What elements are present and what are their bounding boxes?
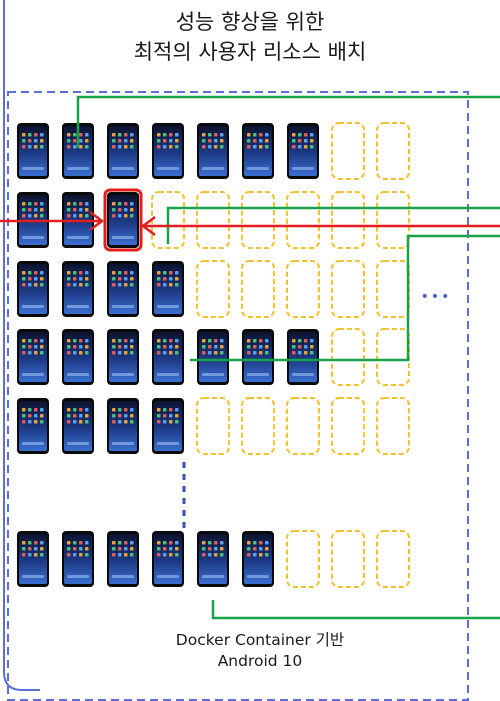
caption-line-1: Docker Container 기반: [175, 631, 345, 649]
container-device: [152, 531, 184, 587]
empty-slot: [286, 530, 320, 588]
container-device: [152, 261, 184, 317]
empty-slot: [376, 397, 410, 455]
link-mid-2: [190, 234, 500, 362]
empty-slot: [376, 122, 410, 180]
container-device: [287, 329, 319, 385]
empty-slot: [286, 260, 320, 318]
container-device: [107, 192, 139, 248]
container-device: [107, 531, 139, 587]
empty-slot: [196, 260, 230, 318]
caption-line-2: Android 10: [217, 652, 303, 670]
container-device: [17, 123, 49, 179]
container-device: [17, 329, 49, 385]
more-indicator: •••: [421, 289, 452, 305]
empty-slot: [331, 530, 365, 588]
empty-slot: [196, 191, 230, 249]
container-device: [197, 329, 229, 385]
empty-slot: [376, 328, 410, 386]
empty-slot: [331, 260, 365, 318]
migration-arrowhead-right: [140, 216, 156, 236]
container-device: [287, 123, 319, 179]
container-device: [242, 123, 274, 179]
container-device: [107, 261, 139, 317]
container-device: [17, 398, 49, 454]
host-boundary: [3, 0, 40, 691]
container-device: [107, 329, 139, 385]
container-device: [62, 531, 94, 587]
container-device: [17, 531, 49, 587]
empty-slot: [331, 191, 365, 249]
empty-slot: [196, 397, 230, 455]
empty-slot: [376, 191, 410, 249]
empty-slot: [376, 260, 410, 318]
selected-device-highlight: [103, 188, 143, 252]
migration-arrowhead-left: [89, 211, 105, 231]
container-device: [107, 123, 139, 179]
container-device: [62, 398, 94, 454]
empty-slot: [331, 122, 365, 180]
empty-slot: [331, 328, 365, 386]
link-mid-1: [166, 206, 500, 244]
container-device: [197, 531, 229, 587]
diagram-title-line-2: 최적의 사용자 리소스 배치: [133, 40, 367, 64]
container-device: [62, 329, 94, 385]
container-device: [62, 123, 94, 179]
container-device: [242, 329, 274, 385]
container-device: [152, 398, 184, 454]
link-bottom: [211, 600, 500, 620]
container-device: [17, 261, 49, 317]
container-device: [62, 261, 94, 317]
empty-slot: [241, 191, 275, 249]
empty-slot: [286, 397, 320, 455]
container-region: [7, 91, 469, 701]
container-device: [242, 531, 274, 587]
container-device: [107, 398, 139, 454]
container-device: [152, 329, 184, 385]
container-device: [197, 123, 229, 179]
link-top: [76, 95, 500, 148]
empty-slot: [376, 530, 410, 588]
diagram-title-line-1: 성능 향상을 위한: [175, 10, 325, 34]
container-device: [152, 123, 184, 179]
empty-slot: [241, 397, 275, 455]
empty-slot: [241, 260, 275, 318]
empty-slot: [331, 397, 365, 455]
empty-slot: [286, 191, 320, 249]
